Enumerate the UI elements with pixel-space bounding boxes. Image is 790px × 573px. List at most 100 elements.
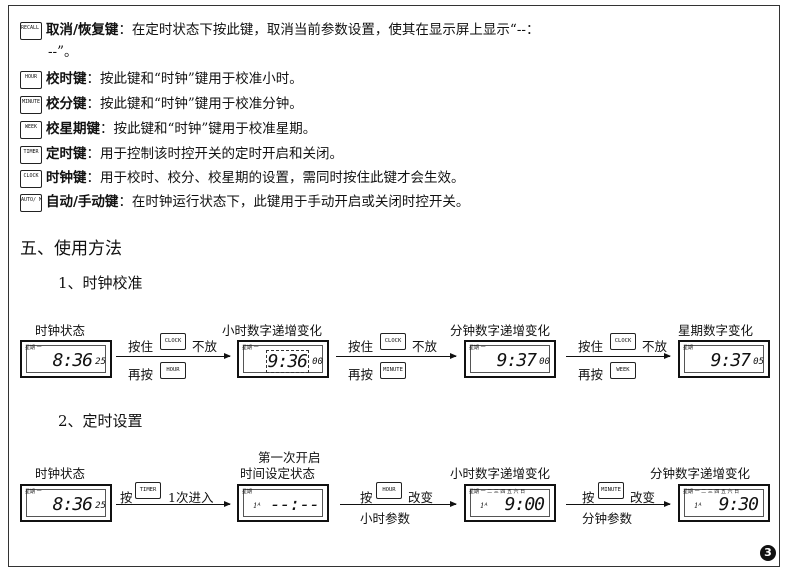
step-after: 改变	[630, 490, 656, 505]
step-below: 小时参数	[360, 511, 411, 526]
lcd-digits: 8:36	[52, 350, 93, 371]
sub2-label-1: 第一次开启	[258, 450, 321, 465]
lcd-week: 星期 一	[242, 345, 259, 351]
timer-key-icon: TIMER	[20, 145, 42, 164]
lcd-display: 星期 一 二 三 四 五 六 日 1ᴬ 9:00	[464, 484, 556, 522]
lcd-seconds: 05	[753, 357, 764, 367]
key-row-auto: AUTO/ MANU自动/手动键：在时钟运行状态下，此键用于手动开启或关闭时控开…	[20, 190, 469, 212]
lcd-digits: 8:36	[52, 494, 93, 515]
step-hold: 不放	[192, 339, 218, 354]
arrow-icon	[336, 353, 457, 359]
step-below: 分钟参数	[582, 511, 633, 526]
step-hold: 不放	[642, 339, 668, 354]
week-key-icon: WEEK	[20, 120, 42, 139]
step-press: 按住	[128, 339, 154, 354]
key-row-recall: RECALL RESET取消/恢复键：在定时状态下按此键，取消当前参数设置，使其…	[20, 18, 539, 40]
key-name: 时钟键	[46, 170, 87, 186]
step-again: 再按	[348, 367, 374, 382]
key-name: 校时键	[46, 71, 87, 87]
sub1-label-3: 星期数字变化	[678, 323, 754, 338]
key-name: 自动/手动键	[46, 194, 119, 210]
lcd-display: 星期 一 二 三 四 五 六 日 1ᴬ 9:30	[678, 484, 770, 522]
key-name: 校星期键	[46, 121, 100, 137]
clock-key-icon: CLOCK	[20, 169, 42, 188]
sub1-label-0: 时钟状态	[35, 323, 86, 338]
sub2-label-3: 小时数字递增变化	[450, 466, 551, 481]
sub2-title: 2、定时设置	[58, 412, 143, 430]
lcd-display: 星期 一 8:36 25	[20, 340, 112, 378]
step-after: 1次进入	[168, 490, 214, 505]
lcd-digits: 9:30	[718, 494, 759, 515]
lcd-week: 星期	[683, 345, 694, 351]
week-button-icon: WEEK	[610, 362, 636, 379]
minute-button-icon: MINUTE	[380, 362, 406, 379]
step-press: 按	[360, 490, 373, 505]
page-frame	[8, 5, 780, 567]
lcd-seconds: 25	[95, 357, 106, 367]
lcd-week: 星期 一 二 三 四 五 六 日	[683, 489, 740, 495]
lcd-seconds: 00	[539, 357, 550, 367]
lcd-timer-num: 1ᴬ	[694, 502, 702, 510]
key-desc-cont: --”。	[48, 44, 78, 60]
lcd-digits: 9:00	[504, 494, 545, 515]
auto-manu-key-icon: AUTO/ MANU	[20, 193, 42, 212]
step-after: 改变	[408, 490, 434, 505]
lcd-week: 星期 一	[25, 489, 42, 495]
arrow-icon	[340, 501, 457, 507]
lcd-week: 星期 一	[25, 345, 42, 351]
key-desc: ：按此键和“时钟”键用于校准分钟。	[86, 96, 303, 112]
hour-button-icon: HOUR	[376, 482, 402, 499]
lcd-display: 星期 一 9:36 00	[237, 340, 329, 378]
timer-button-icon: TIMER	[135, 482, 161, 499]
lcd-digits: 9:36	[265, 350, 309, 373]
lcd-seconds: 00	[312, 357, 323, 367]
key-desc: ：用于控制该时控开关的定时开启和关闭。	[86, 146, 344, 162]
key-desc: ：在定时状态下按此键，取消当前参数设置，使其在显示屏上显示“--：	[118, 22, 540, 38]
page-number: 3	[760, 545, 776, 561]
arrow-icon	[566, 501, 671, 507]
sub2-label-0: 时钟状态	[35, 466, 86, 481]
lcd-week: 星期 一 二 三 四 五 六 日	[469, 489, 526, 495]
lcd-digits: 9:37	[496, 350, 537, 371]
step-press: 按	[120, 490, 133, 505]
key-name: 校分键	[46, 96, 87, 112]
step-press: 按住	[348, 339, 374, 354]
sub2-label-2: 时间设定状态	[240, 466, 316, 481]
step-again: 再按	[128, 367, 154, 382]
lcd-digits: --:--	[269, 494, 320, 515]
hour-key-icon: HOUR	[20, 70, 42, 89]
key-name: 定时键	[46, 146, 87, 162]
key-desc: ：按此键和“时钟”键用于校准星期。	[100, 121, 317, 137]
step-press: 按住	[578, 339, 604, 354]
lcd-display: 星期 1ᴬ --:--	[237, 484, 329, 522]
key-desc: ：按此键和“时钟”键用于校准小时。	[86, 71, 303, 87]
lcd-display: 星期 9:37 05	[678, 340, 770, 378]
sub1-label-1: 小时数字递增变化	[222, 323, 323, 338]
sub2-label-4: 分钟数字递增变化	[650, 466, 751, 481]
lcd-timer-num: 1ᴬ	[253, 502, 261, 510]
lcd-display: 星期 一 9:37 00	[464, 340, 556, 378]
key-desc: ：用于校时、校分、校星期的设置，需同时按住此键才会生效。	[86, 170, 465, 186]
step-hold: 不放	[412, 339, 438, 354]
lcd-week: 星期 一	[469, 345, 486, 351]
key-desc: ：在时钟运行状态下，此键用于手动开启或关闭时控开关。	[118, 194, 470, 210]
hour-button-icon: HOUR	[160, 362, 186, 379]
clock-button-icon: CLOCK	[610, 333, 636, 350]
arrow-icon	[566, 353, 671, 359]
key-name: 取消/恢复键	[46, 22, 119, 38]
sub1-title: 1、时钟校准	[58, 274, 143, 292]
lcd-timer-num: 1ᴬ	[480, 502, 488, 510]
arrow-icon	[116, 353, 231, 359]
lcd-week: 星期	[242, 489, 253, 495]
clock-button-icon: CLOCK	[380, 333, 406, 350]
lcd-seconds: 25	[95, 501, 106, 511]
minute-key-icon: MINUTE	[20, 95, 42, 114]
key-row-recall-cont: --”。	[48, 40, 78, 62]
step-again: 再按	[578, 367, 604, 382]
recall-reset-key-icon: RECALL RESET	[20, 21, 42, 40]
lcd-display: 星期 一 8:36 25	[20, 484, 112, 522]
